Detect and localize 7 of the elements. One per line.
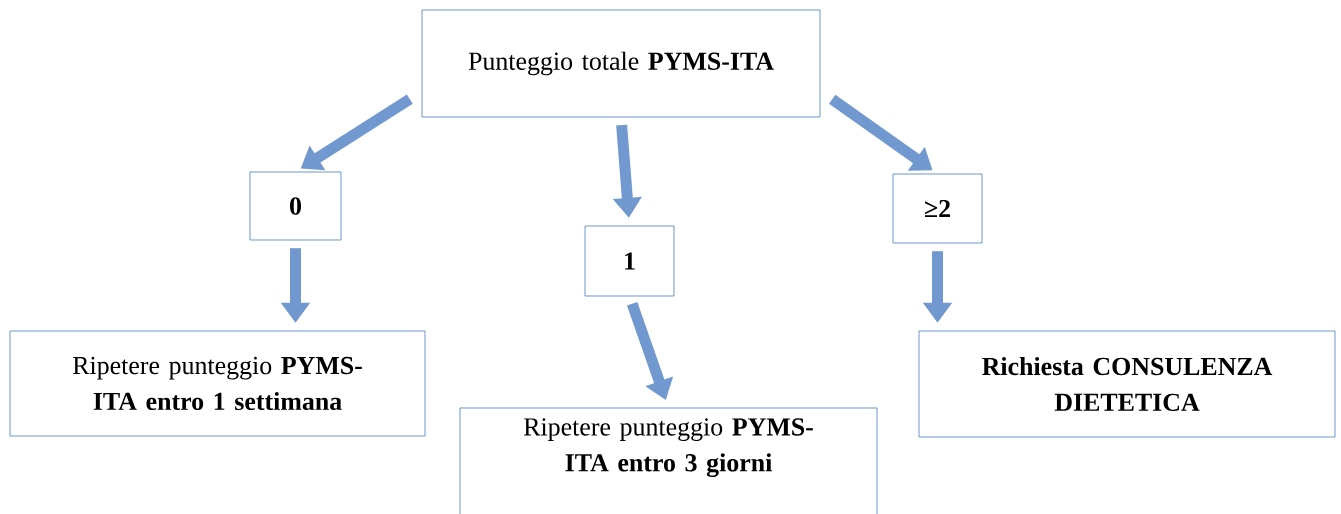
value-box: ≥2	[892, 173, 983, 244]
value-box: 0	[249, 171, 342, 241]
process-box: Richiesta CONSULENZA DIETETICA	[918, 330, 1336, 438]
process-box: Ripetere punteggio PYMS-ITA entro 3 giorni	[459, 407, 878, 514]
process-box: Ripetere punteggio PYMS-ITA entro 1 settimana	[9, 330, 426, 437]
process-box: Punteggio totale PYMS-ITA	[421, 9, 821, 118]
value-box: 1	[584, 225, 675, 297]
